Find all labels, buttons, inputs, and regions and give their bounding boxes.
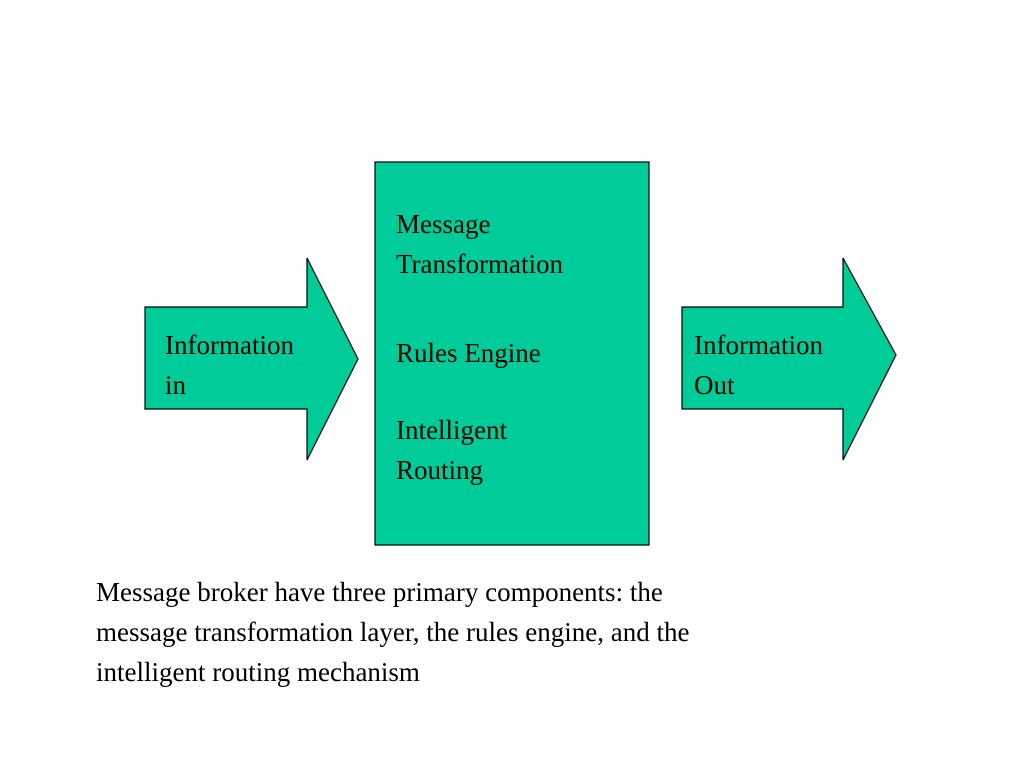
component3-line1: Intelligent [396,415,507,445]
input-arrow-shape [144,257,359,461]
input-label-line2: in [165,370,187,400]
output-label-line1: Information [694,330,823,360]
component-intelligent-routing: Intelligent Routing [396,410,507,490]
input-arrow-label: Information in [165,325,294,405]
caption-text: Message broker have three primary compon… [96,572,956,692]
input-label-line1: Information [165,330,294,360]
caption-line2: message transformation layer, the rules … [96,617,690,647]
output-arrow-label: Information Out [694,325,823,405]
output-label-line2: Out [694,370,735,400]
output-arrow-shape [681,257,897,461]
component-rules-engine: Rules Engine [396,333,541,373]
component1-line2: Transformation [396,249,563,279]
caption-line3: intelligent routing mechanism [96,657,420,687]
component3-line2: Routing [396,455,484,485]
component-message-transformation: Message Transformation [396,204,563,284]
component2-label: Rules Engine [396,338,541,368]
caption-line1: Message broker have three primary compon… [96,577,663,607]
component1-line1: Message [396,209,491,239]
broker-box-shape [374,161,650,546]
